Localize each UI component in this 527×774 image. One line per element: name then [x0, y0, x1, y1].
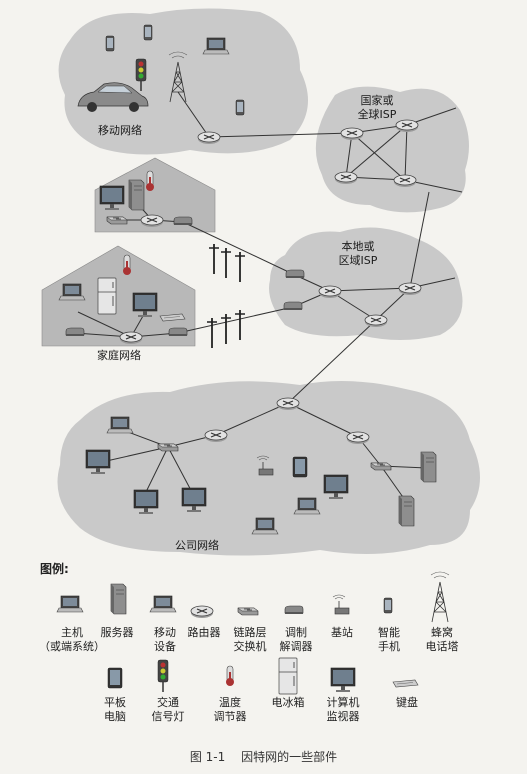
- legend-router-icon: [190, 605, 214, 619]
- legend-monitor-icon: [330, 667, 356, 693]
- legend-label: 服务器: [100, 626, 134, 639]
- legend-label: 路由器: [187, 626, 221, 639]
- legend-link-layer-switch-icon: [237, 607, 259, 616]
- legend-label: 蜂窝 电话塔: [425, 626, 459, 653]
- router-icon: [395, 119, 419, 133]
- laptop-icon: [106, 416, 134, 434]
- car-icon: [77, 82, 149, 112]
- router-icon: [318, 285, 342, 299]
- legend-refrigerator-icon: [278, 657, 298, 695]
- legend-label: 交通 信号灯: [151, 696, 185, 723]
- legend-label: 温度 调节器: [213, 696, 247, 723]
- laptop-icon: [58, 283, 86, 301]
- legend-label: 键盘: [396, 696, 418, 709]
- utility-pole: [206, 317, 218, 349]
- router-icon: [398, 282, 422, 296]
- figure-caption: 图 1-1 因特网的一些部件: [0, 748, 527, 765]
- smartphone-icon: [105, 35, 115, 52]
- laptop-icon: [202, 37, 230, 55]
- modem-icon: [65, 327, 85, 337]
- refrigerator-icon: [97, 277, 117, 315]
- legend-base-station-icon: [332, 594, 350, 615]
- legend-label: 主机 （或端系统）: [39, 626, 105, 653]
- utility-pole: [208, 243, 220, 275]
- legend-traffic-light-icon: [157, 659, 169, 693]
- router-icon: [276, 397, 300, 411]
- router-icon: [334, 171, 358, 185]
- legend-label: 电冰箱: [271, 696, 305, 709]
- server-icon: [128, 179, 145, 211]
- legend-mobile-device-icon: [149, 595, 177, 613]
- mobile-network-cloud: [58, 8, 308, 155]
- legend-label: 链路层 交换机: [233, 626, 267, 653]
- thermostat-icon: [145, 170, 155, 192]
- mobile-network-label: 移动网络: [98, 124, 142, 137]
- modem-icon: [168, 327, 188, 337]
- router-icon: [119, 331, 143, 345]
- enterprise-network-label: 公司网络: [175, 539, 219, 552]
- modem-icon: [285, 269, 305, 279]
- enterprise-network-cloud: [57, 381, 480, 556]
- router-icon: [140, 214, 164, 228]
- regional-isp-label: 本地或 区域ISP: [338, 240, 378, 267]
- link-layer-switch-icon: [370, 462, 392, 471]
- legend-label: 智能 手机: [378, 626, 400, 653]
- router-icon: [204, 429, 228, 443]
- router-icon: [364, 314, 388, 328]
- laptop-icon: [251, 517, 279, 535]
- utility-pole: [220, 313, 232, 345]
- utility-pole: [234, 309, 246, 341]
- legend-tablet-icon: [107, 667, 123, 689]
- figure-title: 因特网的一些部件: [241, 750, 338, 764]
- router-icon: [340, 127, 364, 141]
- legend-server-icon: [110, 583, 127, 615]
- legend-label: 平板 电脑: [104, 696, 126, 723]
- router-icon: [197, 131, 221, 145]
- server-icon: [398, 495, 415, 527]
- server-icon: [420, 451, 437, 483]
- smartphone-icon: [143, 24, 153, 41]
- utility-pole: [234, 251, 246, 283]
- legend-modem-icon: [284, 605, 304, 615]
- legend-label: 基站: [331, 626, 353, 639]
- legend-smartphone-icon: [383, 597, 393, 614]
- link-layer-switch-icon: [157, 443, 179, 452]
- figure-number: 图 1-1: [189, 750, 226, 764]
- smartphone-icon: [235, 99, 245, 116]
- legend-laptop-icon: [56, 595, 84, 613]
- utility-pole: [220, 247, 232, 279]
- thermostat-icon: [122, 254, 132, 276]
- modem-icon: [283, 301, 303, 311]
- legend-label: 移动 设备: [154, 626, 176, 653]
- router-icon: [393, 174, 417, 188]
- global-isp-label: 国家或 全球ISP: [357, 94, 397, 121]
- legend-thermostat-icon: [225, 665, 235, 687]
- legend-cell-tower-icon: [430, 571, 450, 623]
- legend-title: 图例:: [40, 562, 69, 576]
- legend-keyboard-icon: [392, 679, 419, 688]
- lower-house: [41, 245, 196, 347]
- regional-isp-cloud: [269, 227, 463, 340]
- upper-house: [94, 157, 216, 233]
- legend-label: 调制 解调器: [279, 626, 313, 653]
- router-icon: [346, 431, 370, 445]
- home-network-label: 家庭网络: [97, 349, 141, 362]
- link-layer-switch-icon: [106, 216, 128, 225]
- legend-label: 计算机 监视器: [326, 696, 360, 723]
- modem-icon: [173, 216, 193, 226]
- tablet-icon: [292, 456, 308, 478]
- laptop-icon: [293, 497, 321, 515]
